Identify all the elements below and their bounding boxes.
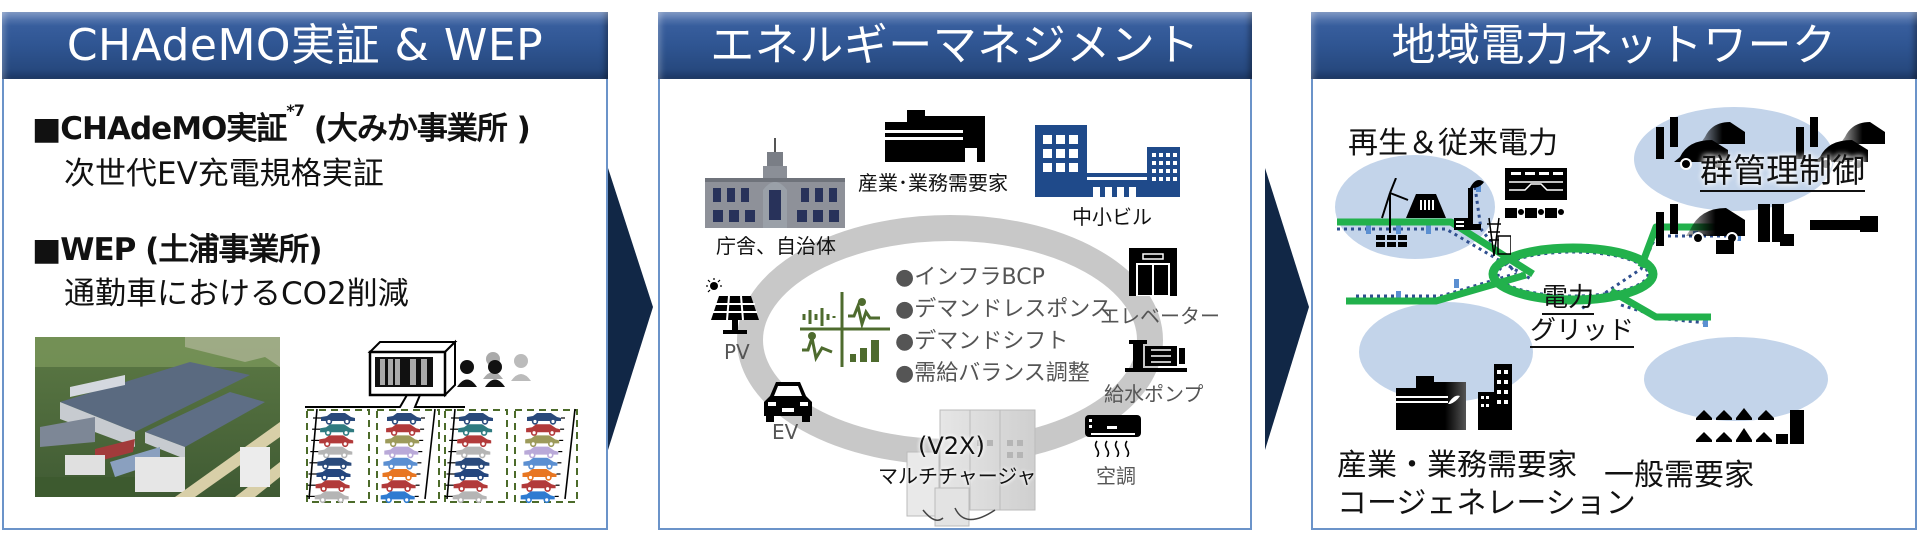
car-icon bbox=[383, 457, 418, 466]
charging-station-top-left bbox=[1656, 117, 1745, 170]
car-icon bbox=[314, 491, 349, 500]
car-icon bbox=[381, 480, 416, 489]
wep-subtitle: 通勤車におけるCO2削減 bbox=[64, 276, 409, 312]
car-icon bbox=[455, 457, 490, 466]
panel-header: エネルギーマネジメント bbox=[658, 12, 1252, 79]
car-icon bbox=[319, 435, 354, 444]
node-residential-demand: 一般需要家 bbox=[1604, 458, 1754, 493]
power-grid-network-diagram bbox=[1335, 107, 1834, 421]
node-air-conditioner: 空調 bbox=[1096, 464, 1136, 488]
car-icon bbox=[522, 469, 557, 477]
function-item: ●インフラBCP bbox=[895, 265, 1045, 290]
chademo-location: (大みか事業所 ) bbox=[303, 111, 531, 147]
node-industrial: 産業･業務需要家 bbox=[858, 171, 1008, 195]
function-item: ●デマンドシフト bbox=[895, 329, 1069, 354]
car-icon bbox=[457, 435, 492, 444]
grid-label-line1: 電力 bbox=[1542, 283, 1595, 315]
small-building-icon bbox=[1035, 125, 1180, 197]
demand-response-icon bbox=[800, 292, 890, 367]
panel-title: 地域電力ネットワーク bbox=[1391, 20, 1837, 71]
factory-icon bbox=[885, 110, 985, 162]
panel-header: CHAdeMO実証 & WEP bbox=[2, 12, 608, 79]
car-icon bbox=[387, 413, 421, 421]
node-ev: EV bbox=[772, 420, 799, 444]
chademo-heading: ■CHAdeMO実証*7 (大みか事業所 ) bbox=[32, 101, 531, 148]
car-icon bbox=[525, 435, 560, 444]
grid-label-line2: グリッド bbox=[1530, 316, 1635, 348]
building-with-battery bbox=[1758, 204, 1878, 246]
node-water-pump: 給水ポンプ bbox=[1104, 382, 1204, 406]
ev-car-icon bbox=[764, 382, 812, 422]
panel-title: エネルギーマネジメント bbox=[710, 20, 1200, 71]
panel-title: CHAdeMO実証 & WEP bbox=[66, 20, 544, 71]
car-icon bbox=[521, 480, 556, 489]
chademo-heading-text: ■CHAdeMO実証 bbox=[32, 111, 287, 147]
node-charger-name: マルチチャージャ bbox=[878, 464, 1037, 488]
node-industrial-demand: 産業・業務需要家 bbox=[1337, 448, 1577, 483]
residential-houses-icon bbox=[1696, 408, 1804, 444]
energy-management-functions: ●インフラBCP ●デマンドレスポンス ●デマンドシフト ●需給バランス調整 bbox=[895, 262, 1112, 390]
car-icon bbox=[520, 491, 555, 500]
node-cogeneration: コージェネレーション bbox=[1337, 486, 1636, 521]
charging-station-top-right bbox=[1796, 117, 1885, 170]
wep-heading: ■WEP (土浦事業所) bbox=[32, 232, 323, 268]
aerial-factory-photo bbox=[35, 337, 280, 497]
ev-group-charging-icon bbox=[1656, 117, 1885, 254]
car-icon bbox=[453, 480, 488, 489]
car-icon bbox=[524, 446, 559, 455]
car-icon bbox=[454, 469, 489, 477]
control-center-icon bbox=[1505, 168, 1567, 218]
car-icon bbox=[382, 469, 417, 477]
charger-container-icon bbox=[305, 339, 465, 408]
node-generation: 再生＆従来電力 bbox=[1348, 126, 1558, 161]
car-icon bbox=[318, 446, 353, 455]
car-icon bbox=[317, 457, 352, 466]
panel-header: 地域電力ネットワーク bbox=[1311, 12, 1917, 79]
government-building-icon bbox=[705, 138, 845, 228]
node-charger-v2x: (V2X) bbox=[918, 432, 985, 460]
car-icon bbox=[458, 424, 493, 433]
renewable-conventional-plants-icon bbox=[1376, 178, 1511, 256]
car-icon bbox=[523, 457, 558, 466]
car-icon bbox=[320, 424, 355, 433]
elevator-icon bbox=[1129, 248, 1177, 296]
car-icon bbox=[386, 424, 421, 433]
ev-parking-charging-diagram bbox=[305, 339, 578, 504]
node-small-building: 中小ビル bbox=[1072, 205, 1152, 229]
air-conditioner-icon bbox=[1085, 415, 1141, 457]
charging-station-bottom bbox=[1656, 204, 1745, 254]
footnote-marker: *7 bbox=[286, 101, 304, 120]
car-icon bbox=[380, 491, 415, 500]
node-group-control: 群管理制御 bbox=[1700, 151, 1865, 192]
chademo-subtitle: 次世代EV充電規格実証 bbox=[64, 156, 384, 192]
car-icon bbox=[316, 469, 351, 477]
car-icon bbox=[456, 446, 491, 455]
solar-panel-icon bbox=[706, 278, 759, 334]
function-item: ●デマンドレスポンス bbox=[895, 297, 1112, 322]
car-icon bbox=[526, 424, 561, 433]
car-icons bbox=[306, 413, 565, 504]
node-government: 庁舎、自治体 bbox=[716, 234, 836, 258]
worker-icons bbox=[457, 352, 531, 387]
function-item: ●需給バランス調整 bbox=[895, 361, 1090, 386]
water-pump-icon bbox=[1125, 340, 1187, 372]
car-icon bbox=[452, 491, 487, 500]
car-icon bbox=[315, 480, 350, 489]
flow-arrow-1 bbox=[608, 168, 653, 450]
multi-charger-image bbox=[906, 409, 1036, 527]
node-elevator: エレベーター bbox=[1100, 304, 1220, 328]
car-icon bbox=[384, 446, 419, 455]
flow-arrow-2 bbox=[1265, 168, 1309, 450]
car-icon bbox=[321, 413, 355, 421]
node-pv: PV bbox=[724, 340, 750, 364]
car-icon bbox=[385, 435, 420, 444]
industrial-cogeneration-icon bbox=[1396, 364, 1512, 430]
car-icon bbox=[459, 413, 493, 421]
car-icon bbox=[527, 413, 561, 421]
